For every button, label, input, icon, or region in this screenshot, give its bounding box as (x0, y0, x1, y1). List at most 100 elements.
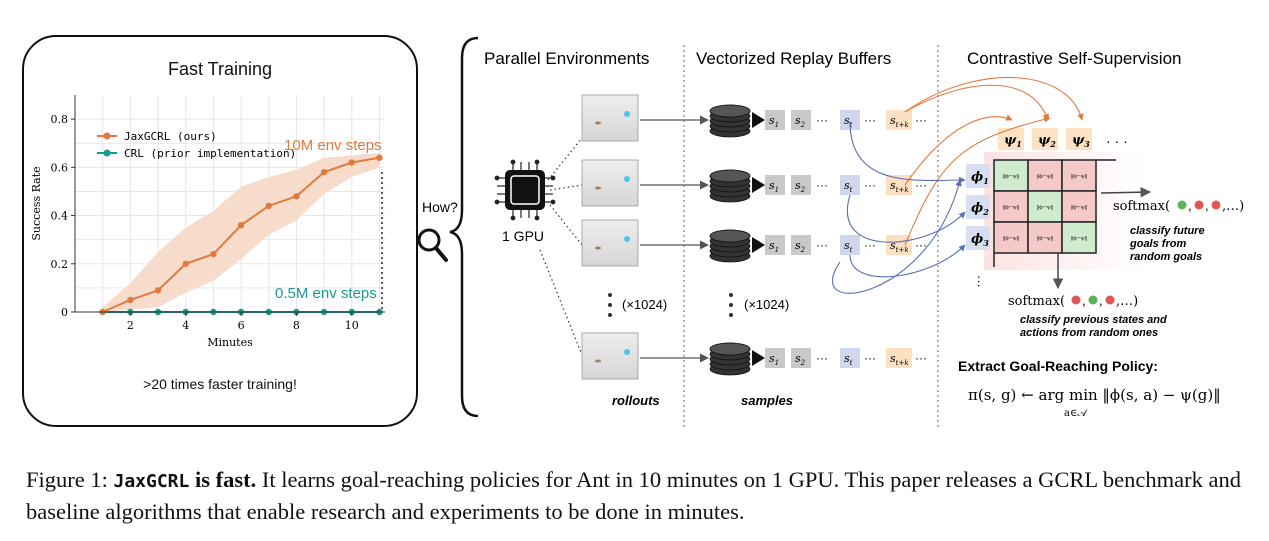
psi-box (1066, 128, 1092, 150)
svg-text:random goals: random goals (1130, 251, 1202, 263)
x-tick-label: 10 (345, 319, 359, 332)
buffer-ellipsis-dots: ··· (816, 178, 828, 192)
chart-panel: Fast Training >20 times faster training! (22, 35, 418, 427)
gpu-chip-icon (494, 159, 556, 221)
gpu-label: 1 GPU (502, 228, 544, 244)
chip-pin-dot (494, 199, 500, 205)
series-1-point (293, 193, 300, 200)
buffer-ellipsis-dots: ··· (915, 238, 927, 252)
phi-box (966, 226, 990, 250)
chip-pin-dot (534, 215, 540, 221)
svg-text:actions from random ones: actions from random ones (1020, 327, 1158, 339)
buffer-ellipsis-dots: ··· (915, 178, 927, 192)
replay-buffer-icon (709, 342, 765, 376)
ant-icon (595, 121, 601, 125)
buffer-state-label: st (844, 114, 853, 129)
env-thumbnail (581, 332, 639, 380)
buffer-state-box (886, 235, 912, 255)
svg-text:classify previous states and: classify previous states and (1020, 314, 1167, 326)
series-1-point (348, 159, 355, 166)
caption-bold-tail: is fast. (189, 467, 257, 492)
chip-pin-dot (534, 159, 540, 165)
figure-caption: Figure 1: JaxGCRL is fast. It learns goa… (26, 465, 1256, 527)
annotation-05m: 0.5M env steps (275, 285, 377, 302)
softmax-right: softmax( , , ,…) (1113, 198, 1244, 214)
env-ellipsis (608, 293, 612, 317)
svg-text:classify future: classify future (1130, 225, 1205, 237)
y-tick-label: 0.6 (51, 161, 69, 174)
extract-policy-title: Extract Goal-Reaching Policy: (958, 358, 1158, 374)
x-tick-label: 4 (182, 319, 189, 332)
buffer-ellipsis-dots: ··· (864, 238, 876, 252)
buffer-ellipsis-dots: ··· (816, 238, 828, 252)
phi-box (966, 164, 990, 188)
psi-ellipsis: · · · (1106, 133, 1128, 149)
similarity-cell (1061, 221, 1097, 254)
phi-ellipsis: ··· (972, 275, 987, 288)
chart-panel-title: Fast Training (167, 59, 273, 79)
series-1-point (127, 296, 134, 304)
similarity-cell-label: ‖ϕ−ψ‖ (1003, 205, 1020, 211)
buffer-state-box (765, 175, 785, 195)
buffer-state-box (886, 348, 912, 368)
caption-figure-label: Figure 1: (26, 467, 108, 492)
similarity-cell-label: ‖ϕ−ψ‖ (1003, 174, 1020, 180)
buffer-state-label: st (844, 352, 853, 367)
x-tick-label: 8 (293, 319, 300, 332)
buffer-state-label: st (844, 179, 853, 194)
buffer-state-box (840, 110, 860, 130)
series-1-point (320, 168, 328, 176)
ant-icon (595, 186, 601, 190)
buffer-state-box (886, 175, 912, 195)
buffer-state-box (840, 348, 860, 368)
similarity-cell-label: ‖ϕ−ψ‖ (1037, 174, 1054, 180)
curly-brace (449, 36, 479, 418)
goal-marker-icon (624, 111, 630, 117)
series-1-band (102, 152, 380, 312)
softmax-right-tail: ,…) (1222, 199, 1244, 214)
svg-text:,: , (1188, 198, 1192, 213)
series-1-point (210, 250, 217, 258)
y-tick-label: 0.4 (51, 210, 69, 223)
how-label: How? (422, 199, 458, 215)
chart-legend: JaxGCRL (ours) CRL (prior implementation… (97, 130, 296, 160)
buffer-state-box (840, 235, 860, 255)
sample-arrows (832, 76, 1084, 294)
svg-text:,: , (1099, 293, 1103, 308)
buffer-ellipsis-dots: ··· (816, 351, 828, 365)
buffer-state-label: s2 (795, 114, 806, 129)
env-thumbnail (581, 219, 639, 267)
buffer-state-label: s1 (769, 239, 779, 254)
softmax-right-label: softmax( (1113, 199, 1170, 214)
series-1-point (265, 202, 272, 210)
similarity-cell-label: ‖ϕ−ψ‖ (1071, 205, 1088, 211)
buffer-state-label: s1 (769, 114, 779, 129)
similarity-cell-label: ‖ϕ−ψ‖ (1071, 236, 1088, 242)
classify-states-text: classify previous states and actions fro… (1020, 314, 1167, 339)
svg-text:,: , (1205, 198, 1209, 213)
y-tick-label: 0.8 (51, 113, 69, 126)
softmax-bottom-label: softmax( (1008, 294, 1065, 309)
x-axis-label: Minutes (207, 336, 253, 349)
rollouts-label: rollouts (612, 393, 660, 408)
buffer-state-box (765, 235, 785, 255)
policy-formula: π(s, g) ← arg min ‖ϕ(s, a) − ψ(g)‖ (968, 386, 1221, 404)
section-title-contrastive: Contrastive Self-Supervision (967, 49, 1181, 68)
chart-panel-caption: >20 times faster training! (143, 376, 297, 392)
magnifier-icon (417, 228, 448, 262)
policy-formula-sub: a∈𝒜 (1064, 408, 1088, 419)
phi-box (966, 195, 990, 219)
buffer-state-label: s1 (769, 352, 779, 367)
x-tick-label: 2 (127, 319, 134, 332)
buffer-state-label: st (844, 239, 853, 254)
caption-name: JaxGCRL (113, 471, 190, 492)
similarity-cell (1027, 159, 1063, 192)
buffer-ellipsis-dots: ··· (864, 351, 876, 365)
series-1-point (376, 154, 383, 161)
chip-pin-dot (550, 199, 556, 205)
buffer-state-box (791, 348, 811, 368)
